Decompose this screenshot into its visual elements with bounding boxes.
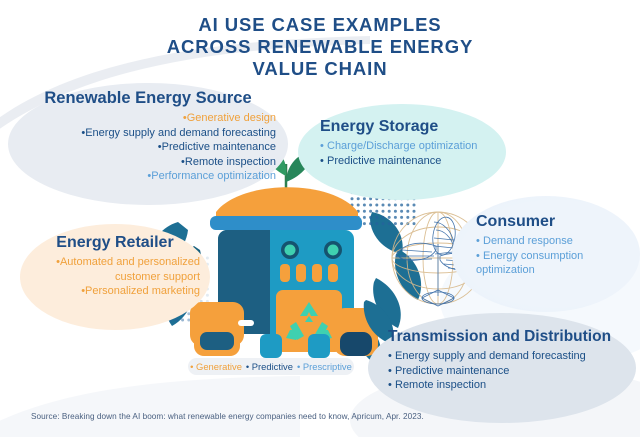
robot-buttons	[280, 264, 338, 282]
bubble-item-list: •Energy supply and demand forecasting •P…	[388, 349, 624, 393]
category-legend: • Generative • Predictive • Prescriptive	[188, 358, 354, 375]
bubble-background	[368, 313, 636, 423]
source-citation: Source: Breaking down the AI boom: what …	[31, 412, 424, 421]
list-item-label: Remote inspection	[395, 379, 487, 392]
title-line-1: AI USE CASE EXAMPLES	[198, 14, 442, 35]
list-item-label: Energy supply and demand forecasting	[395, 350, 586, 362]
title-line-3: VALUE CHAIN	[252, 58, 388, 79]
bubble-renewable-energy-source[interactable]: Renewable Energy Source •Generative desi…	[8, 83, 288, 205]
legend-item-predictive: • Predictive	[245, 361, 293, 372]
list-item-label: Predictive maintenance	[395, 364, 510, 377]
list-item: •Charge/Discharge optimization	[320, 140, 478, 152]
page-title: AI USE CASE EXAMPLES ACROSS RENEWABLE EN…	[0, 14, 640, 80]
list-item-label: Charge/Discharge optimization	[327, 140, 478, 152]
bubble-background	[452, 196, 640, 312]
list-item-label: Remote inspection	[184, 155, 276, 168]
bubble-content: Energy Storage •Charge/Discharge optimiz…	[320, 117, 496, 168]
title-line-2: ACROSS RENEWABLE ENERGY	[166, 36, 474, 57]
bubble-background	[20, 224, 210, 330]
list-item-label: Predictive maintenance	[327, 154, 442, 167]
list-item: •Performance optimization	[147, 170, 276, 183]
bubble-energy-retailer[interactable]: Energy Retailer •Automated and personali…	[20, 224, 210, 330]
list-item: •Energy supply and demand forecasting	[81, 126, 276, 139]
list-item-label: Generative design	[186, 112, 276, 124]
list-item: •Generative design	[182, 112, 276, 124]
list-item: •Predictive maintenance	[320, 154, 442, 167]
list-item-label: Energy consumption optimization	[476, 249, 584, 277]
legend-item-prescriptive: • Prescriptive	[296, 361, 352, 372]
list-item: •Predictive maintenance	[388, 364, 510, 377]
bubble-content: Energy Retailer •Automated and personali…	[30, 233, 200, 299]
bubble-background	[298, 104, 506, 200]
bubble-heading: Renewable Energy Source	[44, 89, 252, 107]
list-item-label: Automated and personalized customer supp…	[59, 256, 200, 283]
bubble-content: Consumer •Demand response •Energy consum…	[476, 212, 628, 278]
list-item: •Demand response	[476, 235, 573, 247]
bubble-heading: Energy Storage	[320, 118, 439, 135]
list-item-label: Personalized marketing	[85, 285, 200, 298]
bubble-content: Transmission and Distribution •Energy su…	[388, 327, 624, 393]
robot-head-top	[216, 187, 358, 220]
list-item-label: Performance optimization	[151, 170, 276, 183]
bubble-heading: Energy Retailer	[56, 234, 174, 251]
bubble-content: Renewable Energy Source •Generative desi…	[20, 89, 276, 184]
list-item: •Automated and personalized customer sup…	[56, 256, 200, 283]
list-item-label: Predictive maintenance	[161, 141, 276, 154]
bubble-heading: Consumer	[476, 213, 556, 230]
legend-label: Prescriptive	[302, 361, 352, 372]
bubble-heading: Transmission and Distribution	[388, 328, 612, 345]
bubble-item-list: •Charge/Discharge optimization •Predicti…	[320, 139, 496, 168]
robot-head-bar	[210, 216, 362, 230]
bubble-transmission-and-distribution[interactable]: Transmission and Distribution •Energy su…	[368, 313, 636, 423]
list-item-label: Energy supply and demand forecasting	[85, 126, 276, 139]
bubble-item-list: •Demand response •Energy consumption opt…	[476, 234, 628, 278]
list-item: •Predictive maintenance	[157, 141, 276, 154]
bubble-item-list: •Generative design •Energy supply and de…	[20, 111, 276, 184]
list-item: •Personalized marketing	[81, 285, 200, 298]
bubble-item-list: •Automated and personalized customer sup…	[30, 255, 200, 299]
bubble-consumer[interactable]: Consumer •Demand response •Energy consum…	[452, 196, 640, 312]
bubble-energy-storage[interactable]: Energy Storage •Charge/Discharge optimiz…	[298, 104, 506, 200]
bubble-background	[8, 83, 288, 205]
legend-label: Predictive	[251, 361, 293, 372]
list-item: •Remote inspection	[181, 155, 276, 168]
leaf-icon	[363, 300, 394, 344]
legend-item-generative: • Generative	[190, 361, 242, 372]
list-item: •Energy consumption optimization	[476, 249, 584, 277]
legend-label: Generative	[196, 361, 242, 372]
list-item-label: Demand response	[483, 235, 573, 247]
list-item: •Remote inspection	[388, 379, 487, 392]
list-item: •Energy supply and demand forecasting	[388, 350, 586, 362]
